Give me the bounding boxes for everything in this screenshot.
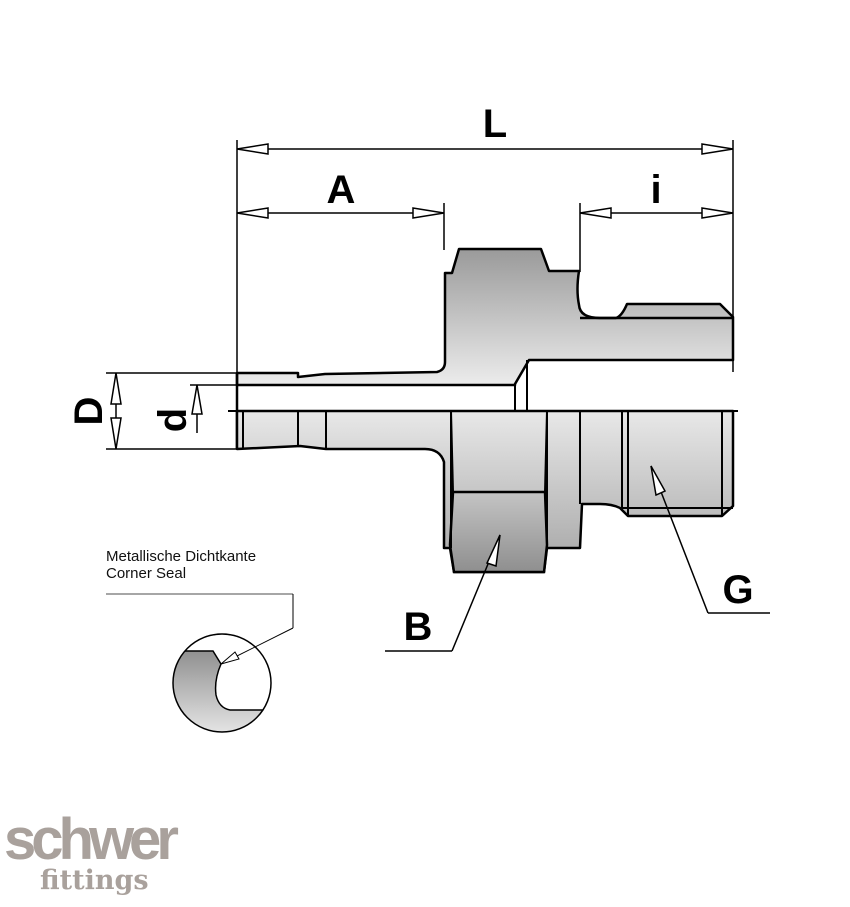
dimension-d (190, 384, 240, 433)
label-L: L (483, 102, 507, 146)
dimension-A (236, 203, 445, 250)
fitting-upper-section (235, 247, 735, 387)
label-d: d (151, 408, 195, 432)
dimension-i (579, 203, 734, 272)
leader-G (650, 465, 770, 614)
label-B: B (404, 605, 433, 649)
corner-seal-detail (106, 593, 294, 733)
label-A: A (327, 168, 356, 212)
corner-seal-caption: Metallische Dichtkante Corner Seal (106, 548, 256, 582)
label-D: D (67, 397, 111, 426)
hex-nut-B (448, 490, 549, 574)
leader-B (385, 534, 501, 652)
label-G: G (722, 568, 753, 612)
dimension-D (106, 372, 240, 450)
logo-wordmark-top: schwer (4, 807, 179, 872)
fitting-detail-lines (242, 410, 733, 548)
logo-wordmark-bottom: fittings (40, 865, 149, 896)
caption-line-german: Metallische Dichtkante (106, 548, 257, 565)
label-i: i (650, 168, 661, 212)
caption-line-english: Corner Seal (106, 565, 187, 582)
schwer-fittings-logo: schwer fittings (4, 807, 179, 896)
